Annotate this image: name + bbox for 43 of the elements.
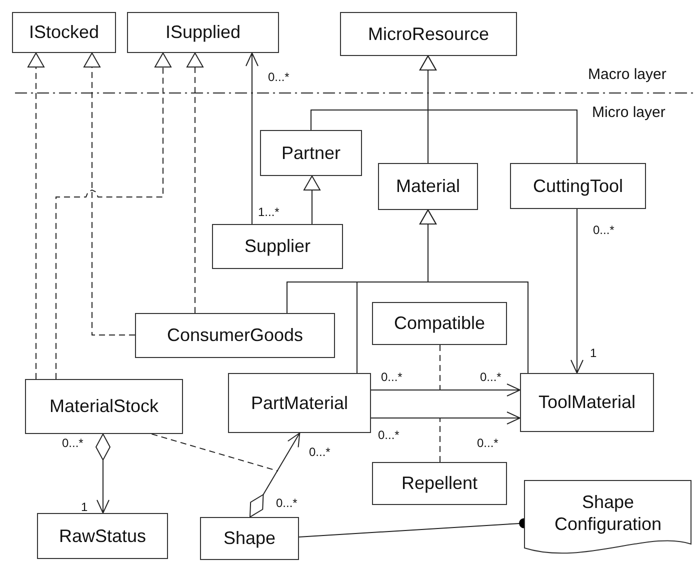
class-box: PartMaterial <box>228 373 371 433</box>
multiplicity-label: 1...* <box>258 205 280 219</box>
class-box: Partner <box>260 130 362 176</box>
aggregation-arrow <box>250 432 300 518</box>
multiplicity-label: 1 <box>590 346 597 360</box>
association-class-line <box>151 434 278 472</box>
class-box: ToolMaterial <box>520 373 654 432</box>
multiplicity-label: 1 <box>81 500 88 514</box>
class-box: Material <box>378 163 478 210</box>
association-arrow <box>246 52 258 224</box>
association-arrow <box>570 208 584 374</box>
interface-box: IStocked <box>12 12 116 53</box>
association-arrow <box>370 384 520 396</box>
multiplicity-label: 0...* <box>309 445 330 459</box>
multiplicity-label: 0...* <box>276 496 298 510</box>
aggregation-arrow <box>96 434 110 514</box>
class-box: CuttingTool <box>510 163 646 209</box>
class-box: Compatible <box>372 302 507 345</box>
multiplicity-label: 0...* <box>62 436 84 450</box>
layer-label: Micro layer <box>592 104 666 121</box>
generalization-arrow <box>304 176 320 224</box>
realization-arrow <box>84 52 136 336</box>
layer-label: Macro layer <box>588 66 666 83</box>
class-box: Supplier <box>212 224 343 269</box>
realization-arrow <box>28 52 44 380</box>
multiplicity-label: 0...* <box>268 70 290 84</box>
realization-arrow <box>56 52 172 380</box>
class-box: MicroResource <box>340 12 517 56</box>
multiplicity-label: 0...* <box>593 223 614 237</box>
class-box: ConsumerGoods <box>135 313 335 358</box>
multiplicity-label: 0...* <box>477 436 498 450</box>
multiplicity-label: 0...* <box>381 370 402 384</box>
class-box: MaterialStock <box>25 379 183 434</box>
multiplicity-label: 0...* <box>480 370 502 384</box>
generalization-arrow <box>420 210 528 374</box>
interface-box: ISupplied <box>127 12 279 53</box>
generalization-arrow <box>420 56 578 164</box>
class-box: Shape <box>200 517 299 560</box>
class-box: RawStatus <box>37 513 168 559</box>
realization-arrow <box>186 52 204 314</box>
multiplicity-label: 0...* <box>378 428 400 442</box>
association-arrow <box>370 412 520 424</box>
class-box: Repellent <box>372 462 507 505</box>
